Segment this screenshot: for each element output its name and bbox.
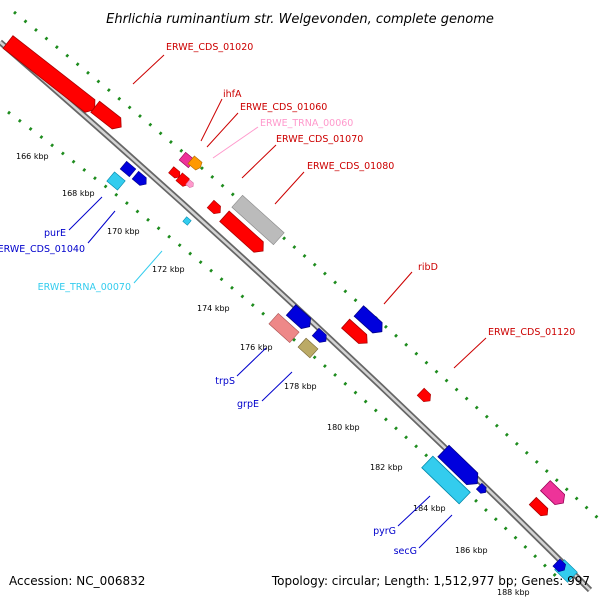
cds-arrow[interactable] bbox=[437, 444, 483, 489]
scale-label: 170 kbp bbox=[107, 227, 140, 236]
label-ribd[interactable]: ribD bbox=[418, 262, 438, 273]
cds-arrow[interactable] bbox=[528, 496, 550, 518]
cds-01120-arrow[interactable] bbox=[416, 387, 433, 404]
scale-label: 178 kbp bbox=[284, 382, 317, 391]
trna-00060-arrow[interactable] bbox=[175, 172, 192, 188]
trna-00070-arrow[interactable] bbox=[182, 216, 192, 226]
ribd-arrow[interactable] bbox=[353, 305, 386, 337]
scale-label: 166 kbp bbox=[16, 152, 49, 161]
label-erwe-cds-01080[interactable]: ERWE_CDS_01080 bbox=[307, 161, 394, 172]
topology-label: Topology: circular; Length: 1,512,977 bp… bbox=[271, 574, 590, 588]
blue-feature-arrow[interactable] bbox=[285, 304, 314, 332]
cds-arrow[interactable] bbox=[90, 100, 126, 132]
grpe-arrow[interactable] bbox=[297, 337, 319, 359]
scale-label: 188 kbp bbox=[497, 588, 530, 597]
scale-label: 172 kbp bbox=[152, 265, 185, 274]
cds-arrow[interactable] bbox=[168, 166, 183, 180]
outer-tick-ring bbox=[13, 10, 600, 522]
feature-labels: ERWE_CDS_01020 ihfA ERWE_CDS_01060 ERWE_… bbox=[0, 42, 575, 557]
cds-01080-arrow[interactable] bbox=[219, 210, 268, 256]
scale-label: 180 kbp bbox=[327, 423, 360, 432]
map-title: Ehrlichia ruminantium str. Welgevonden, … bbox=[106, 12, 494, 27]
scale-label: 176 kbp bbox=[240, 343, 273, 352]
pure-arrow[interactable] bbox=[106, 171, 126, 191]
pyrg-arrow[interactable] bbox=[421, 455, 471, 505]
label-trps[interactable]: trpS bbox=[215, 376, 235, 387]
cds-01040-arrow[interactable] bbox=[119, 160, 137, 178]
label-secg[interactable]: secG bbox=[394, 546, 417, 557]
feature-arrows bbox=[2, 35, 569, 518]
inner-tick-ring bbox=[7, 110, 562, 582]
label-erwe-cds-01040[interactable]: ERWE_CDS_01040 bbox=[0, 244, 85, 255]
scale-labels: 166 kbp 168 kbp 170 kbp 172 kbp 174 kbp … bbox=[16, 152, 530, 597]
scale-label: 184 kbp bbox=[413, 504, 446, 513]
trna-arrow[interactable] bbox=[185, 179, 195, 189]
label-pyrg[interactable]: pyrG bbox=[373, 526, 396, 537]
magenta-feature-arrow[interactable] bbox=[539, 480, 569, 508]
label-ihfa[interactable]: ihfA bbox=[223, 89, 242, 100]
cds-arrow[interactable] bbox=[475, 482, 488, 495]
label-erwe-cds-01120[interactable]: ERWE_CDS_01120 bbox=[488, 327, 575, 338]
cds-01020-arrow[interactable] bbox=[2, 35, 100, 116]
scale-label: 168 kbp bbox=[62, 189, 95, 198]
accession-label: Accession: NC_006832 bbox=[9, 574, 145, 588]
label-erwe-cds-01070[interactable]: ERWE_CDS_01070 bbox=[276, 134, 363, 145]
blue-feature-arrow[interactable] bbox=[552, 558, 568, 574]
label-erwe-trna-00060[interactable]: ERWE_TRNA_00060 bbox=[260, 118, 353, 129]
cds-01060-arrow[interactable] bbox=[187, 155, 204, 171]
label-pure[interactable]: purE bbox=[44, 228, 66, 239]
label-erwe-trna-00070[interactable]: ERWE_TRNA_00070 bbox=[38, 282, 131, 293]
leader-lines bbox=[68, 54, 487, 549]
cds-01070-arrow[interactable] bbox=[206, 199, 223, 216]
gray-feature-arrow[interactable] bbox=[231, 194, 285, 246]
label-grpe[interactable]: grpE bbox=[237, 399, 259, 410]
scale-label: 174 kbp bbox=[197, 304, 230, 313]
scale-label: 182 kbp bbox=[370, 463, 403, 472]
cds-arrow[interactable] bbox=[341, 318, 372, 347]
trps-arrow[interactable] bbox=[268, 313, 300, 343]
inner-feature-arrows bbox=[106, 160, 578, 583]
label-erwe-cds-01060[interactable]: ERWE_CDS_01060 bbox=[240, 102, 327, 113]
cds-arrow[interactable] bbox=[131, 170, 149, 188]
cds-arrow[interactable] bbox=[311, 327, 329, 345]
scale-label: 186 kbp bbox=[455, 546, 488, 555]
label-erwe-cds-01020[interactable]: ERWE_CDS_01020 bbox=[166, 42, 253, 53]
